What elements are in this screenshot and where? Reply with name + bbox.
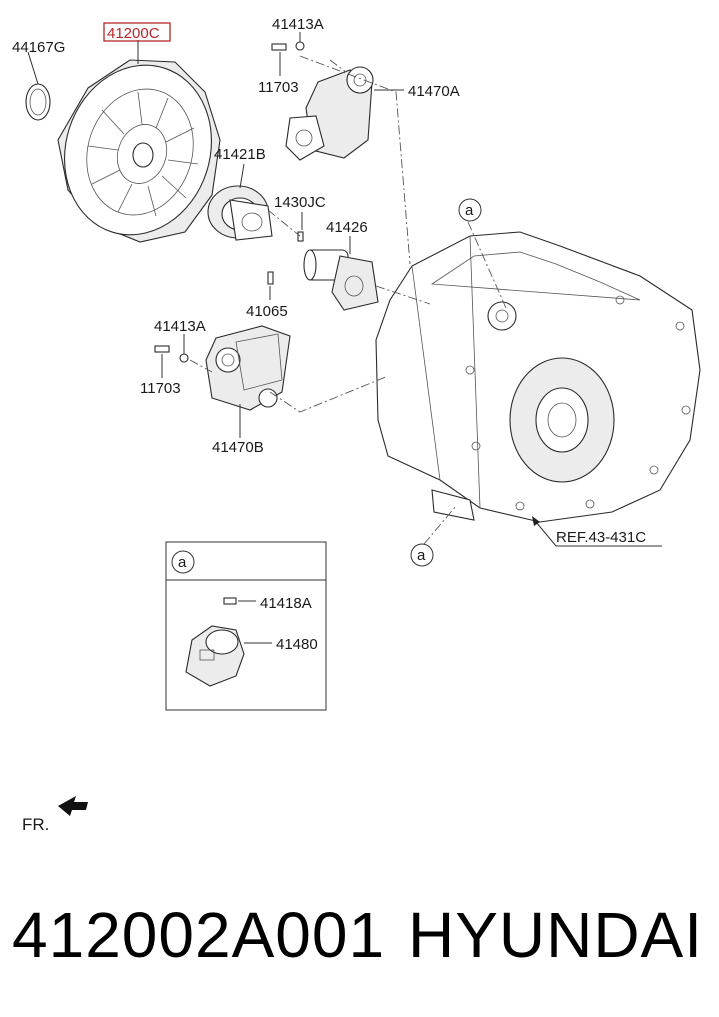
- washer-41413a-top: [295, 41, 305, 51]
- release-bearing: [207, 185, 273, 241]
- circle-a-top-text: a: [465, 202, 474, 219]
- inset-circle-text: a: [178, 554, 187, 571]
- label-11703-mid: 11703: [140, 380, 181, 397]
- exploded-parts-diagram: 44167G 41200C 41413A 11703 41470A 41421B…: [12, 16, 701, 834]
- transmission-housing: [375, 231, 701, 523]
- bolt-41418a: [223, 597, 237, 605]
- clutch-cover-assembly: [57, 59, 221, 243]
- guide-sleeve: [303, 249, 379, 311]
- label-41200c: 41200C: [107, 25, 160, 42]
- label-ref: REF.43-431C: [556, 529, 646, 546]
- part-number: 412002A001: [12, 899, 386, 971]
- washer-41413a-mid: [179, 353, 189, 363]
- label-44167g: 44167G: [12, 39, 65, 56]
- label-41426: 41426: [326, 219, 368, 236]
- callout-labels: 44167G 41200C 41413A 11703 41470A 41421B…: [12, 16, 646, 567]
- label-41418a: 41418A: [260, 595, 312, 612]
- brand-name: HYUNDAI: [407, 899, 703, 971]
- label-41470a: 41470A: [408, 83, 460, 100]
- highlight-box: [103, 22, 171, 42]
- sensor-41480: [185, 625, 245, 687]
- label-41470b: 41470B: [212, 439, 264, 456]
- circle-a-bottom-text: a: [417, 547, 426, 564]
- label-41421b: 41421B: [214, 146, 266, 163]
- front-direction-indicator: FR.: [22, 796, 88, 834]
- actuator-b: [205, 325, 291, 411]
- arrow-icon: [58, 796, 88, 816]
- actuator-a: [285, 66, 374, 161]
- bolt-41065: [267, 271, 274, 285]
- label-41480: 41480: [276, 636, 318, 653]
- bolt-11703-mid: [154, 345, 170, 353]
- bolt-11703-top: [271, 43, 287, 51]
- label-41413a-mid: 41413A: [154, 318, 206, 335]
- relation-lines: [189, 55, 507, 545]
- leader-lines: [27, 32, 662, 547]
- label-41413a-top: 41413A: [272, 16, 324, 33]
- label-1430jc: 1430JC: [274, 194, 326, 211]
- label-fr: FR.: [22, 815, 49, 834]
- label-41065: 41065: [246, 303, 288, 320]
- inset-circle-a: [171, 550, 195, 574]
- circle-a-bottom: [410, 543, 434, 567]
- circle-a-top: [458, 198, 482, 222]
- label-11703-top: 11703: [258, 79, 299, 96]
- pin-1430jc: [297, 231, 304, 242]
- inset-detail: a 41418A 41480: [165, 541, 327, 711]
- footer-caption: 412002A001 HYUNDAI: [0, 895, 719, 985]
